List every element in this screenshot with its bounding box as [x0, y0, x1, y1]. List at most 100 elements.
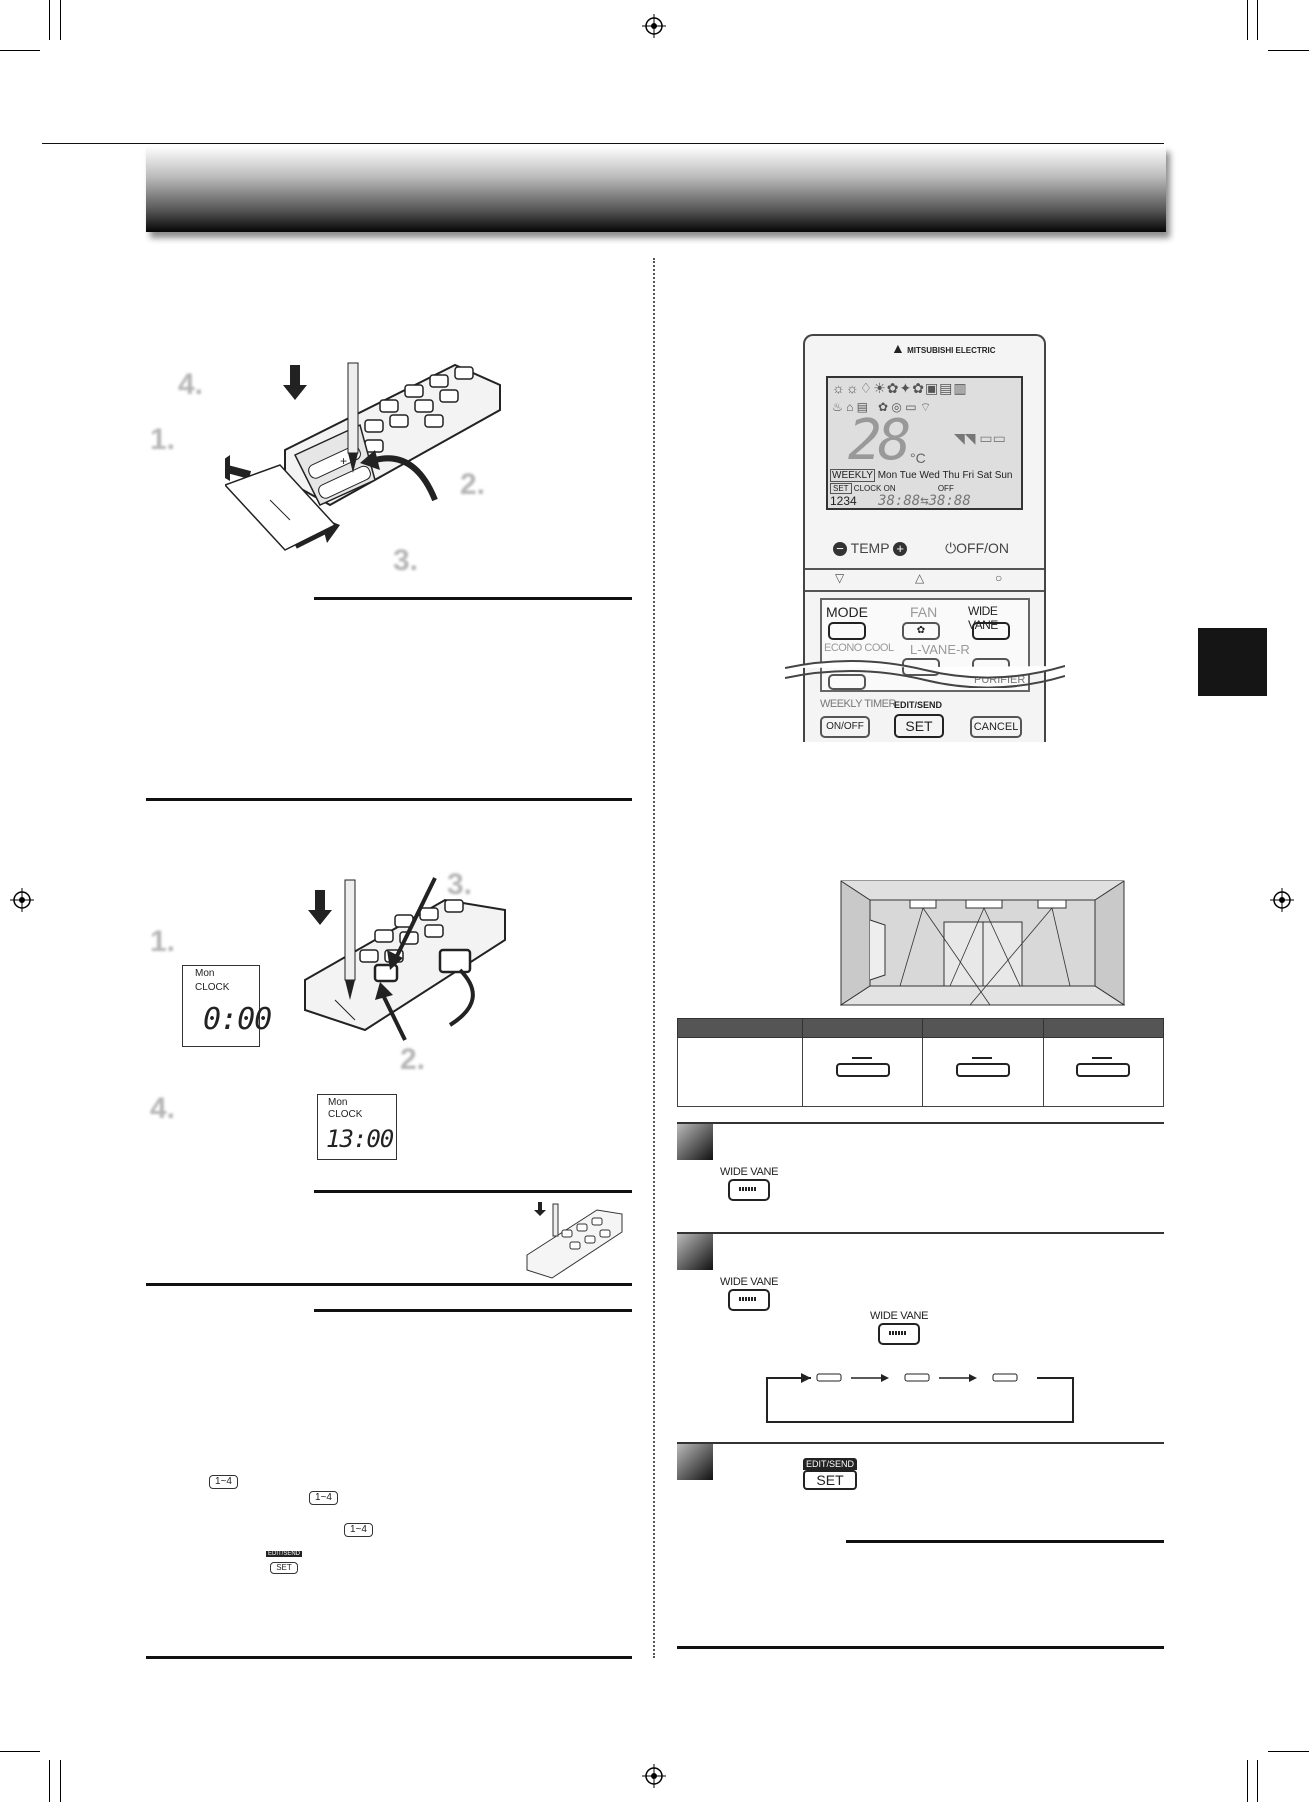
svg-text:+: +: [340, 454, 347, 468]
step-rule: [677, 1232, 1164, 1234]
table-cell: [1042, 1037, 1165, 1107]
wide-vane-button[interactable]: [972, 622, 1010, 640]
section-rule: [677, 1646, 1164, 1649]
registration-mark-icon: [642, 14, 666, 38]
section-rule: [146, 798, 632, 801]
crop-mark: [1247, 0, 1248, 40]
range-key: 1~4: [209, 1475, 238, 1489]
step-rule: [677, 1442, 1164, 1444]
fan-button-label: FAN: [910, 604, 938, 620]
weekday-row: WEEKLY Mon Tue Wed Thu Fri Sat Sun: [830, 469, 1013, 482]
up-arrow-icon[interactable]: △: [915, 571, 925, 585]
table-header: [677, 1018, 803, 1038]
vane-left-icon: [835, 1056, 890, 1077]
language-side-tab: [1198, 628, 1267, 696]
power-icon[interactable]: ⏻: [945, 540, 957, 556]
temp-unit: °C: [910, 450, 926, 466]
wide-vane-label: WIDE VANE: [870, 1310, 929, 1322]
clock-step-1: 1.: [150, 925, 176, 958]
mode-icons: ☼☼♢☀✿✦✿▣▤▥: [832, 380, 968, 396]
weekly-onoff-button[interactable]: ON/OFF: [820, 716, 870, 738]
crop-mark: [0, 50, 40, 51]
wide-vane-button-icon: WIDE VANE: [720, 1276, 779, 1311]
note-rule: [314, 1309, 632, 1312]
select-icon[interactable]: ○: [995, 571, 1003, 585]
status-icons: ♨ ⌂ ▤ ✿ ◎ ▭ ⌔: [832, 400, 932, 414]
crop-mark: [1268, 1751, 1309, 1752]
clock-set-illustration: [304, 877, 506, 1041]
minus-icon[interactable]: −: [833, 542, 847, 556]
brand-text: MITSUBISHI ELECTRIC: [907, 346, 996, 355]
cut-line: [785, 660, 1065, 688]
range-key: 1~4: [344, 1523, 373, 1537]
day-sat: Sat: [976, 470, 992, 481]
table-cell: [801, 1037, 924, 1107]
note-rule: [314, 597, 632, 600]
range-key: 1~4: [309, 1491, 338, 1505]
down-arrow-icon[interactable]: ▽: [835, 571, 845, 585]
lcd-day: Mon: [195, 968, 215, 979]
set-key: SET: [270, 1562, 298, 1574]
set-button[interactable]: SET: [894, 714, 944, 738]
plus-icon[interactable]: +: [893, 542, 908, 556]
nav-row: ▽ △ ○: [805, 568, 1044, 592]
table-cell: [922, 1037, 1044, 1107]
lcd-clock-label: CLOCK: [853, 484, 882, 493]
section-rule: [146, 1283, 632, 1286]
table-header: [922, 1018, 1044, 1038]
battery-step-3: 3.: [393, 544, 419, 577]
crop-mark: [49, 0, 50, 40]
clock-lcd-blinking: Mon CLOCK 0:00: [182, 965, 272, 1047]
mode-button[interactable]: [828, 622, 866, 640]
offon-label: OFF/ON: [956, 540, 1010, 556]
clock-step-3: 3.: [447, 868, 473, 901]
day-mon: Mon: [877, 470, 898, 481]
lcd-day: Mon: [328, 1097, 348, 1108]
step-1-marker: [677, 1124, 713, 1160]
lcd-on-label: ON: [883, 484, 896, 493]
wide-vane-label: WIDE VANE: [720, 1166, 779, 1178]
temp-row: − TEMP + ⏻OFF/ON: [833, 540, 1009, 557]
set-label: SET: [803, 1470, 858, 1490]
mode-button-label: MODE: [826, 604, 868, 620]
battery-step-1: 1.: [150, 423, 176, 456]
note-rule: [846, 1540, 1164, 1543]
note-rule: [314, 1190, 632, 1193]
lcd-time: 0:00: [203, 1002, 272, 1037]
lcd-clock-label: CLOCK: [328, 1109, 363, 1120]
table-header: [1042, 1018, 1165, 1038]
cancel-button[interactable]: CANCEL: [970, 716, 1022, 738]
econo-cool-label: ECONO COOL: [824, 642, 894, 654]
clock-step-2: 2.: [400, 1043, 426, 1076]
vane-right-icon: [1076, 1056, 1131, 1077]
day-wed: Wed: [919, 470, 940, 481]
wide-vane-label: WIDE VANE: [720, 1276, 779, 1288]
clock-lcd-set: Mon CLOCK 13:00: [317, 1094, 397, 1160]
registration-mark-icon: [642, 1764, 666, 1788]
l-vane-r-label: L-VANE-R: [910, 642, 970, 657]
table-cell: [677, 1037, 803, 1107]
top-rule: [42, 143, 1164, 144]
timer-number: 1234: [830, 494, 857, 508]
table-header: [801, 1018, 924, 1038]
crop-mark: [1247, 1760, 1248, 1802]
timer-display: 38:88⇆38:88: [878, 493, 971, 509]
fan-button[interactable]: ✿: [902, 622, 940, 640]
timer-labels: SET CLOCK ON OFF: [830, 483, 954, 494]
step-rule: [677, 1122, 1164, 1124]
day-thu: Thu: [942, 470, 960, 481]
column-divider: [653, 258, 655, 1658]
crop-mark: [1257, 0, 1258, 40]
crop-mark: [1257, 1760, 1258, 1802]
room-airflow-illustration: [840, 880, 1125, 1006]
crop-mark: [49, 1760, 50, 1802]
vane-position-table: [677, 1018, 1165, 1107]
econo-cool-button[interactable]: [828, 674, 866, 690]
timer-row: 1234 38:88⇆38:88: [830, 493, 971, 509]
weekly-badge: WEEKLY: [830, 469, 875, 482]
section-rule: [146, 1656, 632, 1659]
registration-mark-icon: [1270, 888, 1294, 912]
vane-icons: ◥◥ ▭▭: [954, 430, 1006, 446]
battery-step-4: 4.: [178, 368, 204, 401]
crop-mark: [60, 1760, 61, 1802]
